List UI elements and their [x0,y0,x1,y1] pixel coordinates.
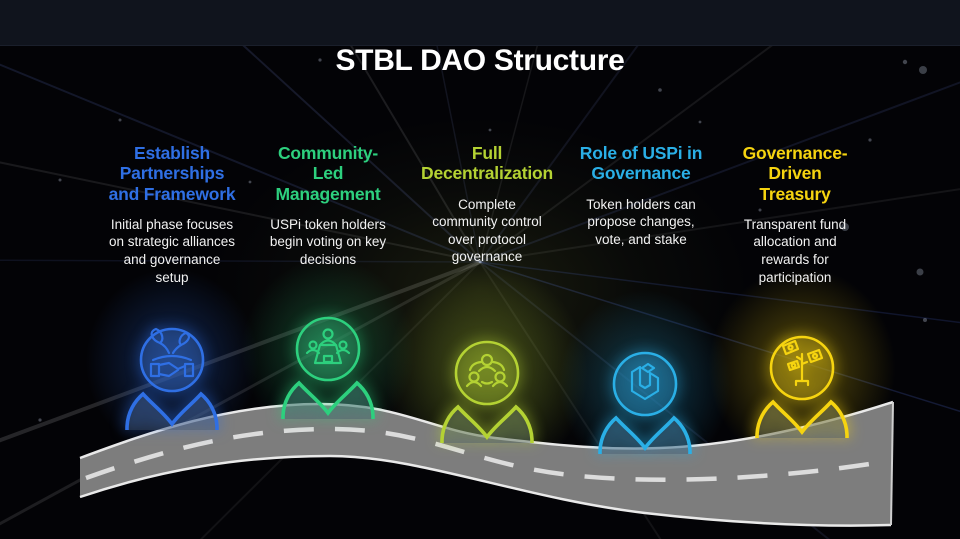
milestone-pin-decentralization [440,340,534,443]
milestone-heading: Governance- Driven Treasury [742,143,848,204]
milestone-decentralization: Full Decentralization Complete community… [397,143,577,266]
milestone-partnerships: Establish Partnerships and Framework Ini… [82,143,262,286]
milestone-heading: Role of USPi in Governance [579,143,703,184]
milestone-pin-uspi-role [598,351,692,454]
road-bottom-edge [79,454,892,527]
milestone-heading: Community- Led Management [275,143,381,204]
milestone-description: Complete community control over protocol… [432,196,542,265]
uspi-cube-icon [630,362,660,401]
milestone-description: Initial phase focuses on strategic allia… [108,216,236,285]
money-tree-icon [781,339,824,387]
milestone-description: Transparent fund allocation and rewards … [743,216,847,285]
milestone-pin-community [281,316,375,419]
milestone-treasury: Governance- Driven Treasury Transparent … [705,143,885,286]
page-title: STBL DAO Structure [335,44,625,77]
milestone-community: Community- Led Management USPi token hol… [238,143,418,269]
top-letterbox-bar [0,0,960,46]
handshake-sprout-icon [149,327,195,378]
road-end-cap [890,401,894,526]
milestone-uspi-role: Role of USPi in Governance Token holders… [551,143,731,248]
people-network-icon [465,353,509,388]
milestone-pin-partnerships [125,327,219,430]
milestone-pin-treasury [755,335,849,438]
milestone-description: USPi token holders begin voting on key d… [269,216,387,267]
community-meeting-icon [305,328,351,365]
milestone-heading: Establish Partnerships and Framework [108,143,236,204]
milestone-description: Token holders can propose changes, vote,… [586,196,696,247]
milestone-heading: Full Decentralization [421,143,553,184]
